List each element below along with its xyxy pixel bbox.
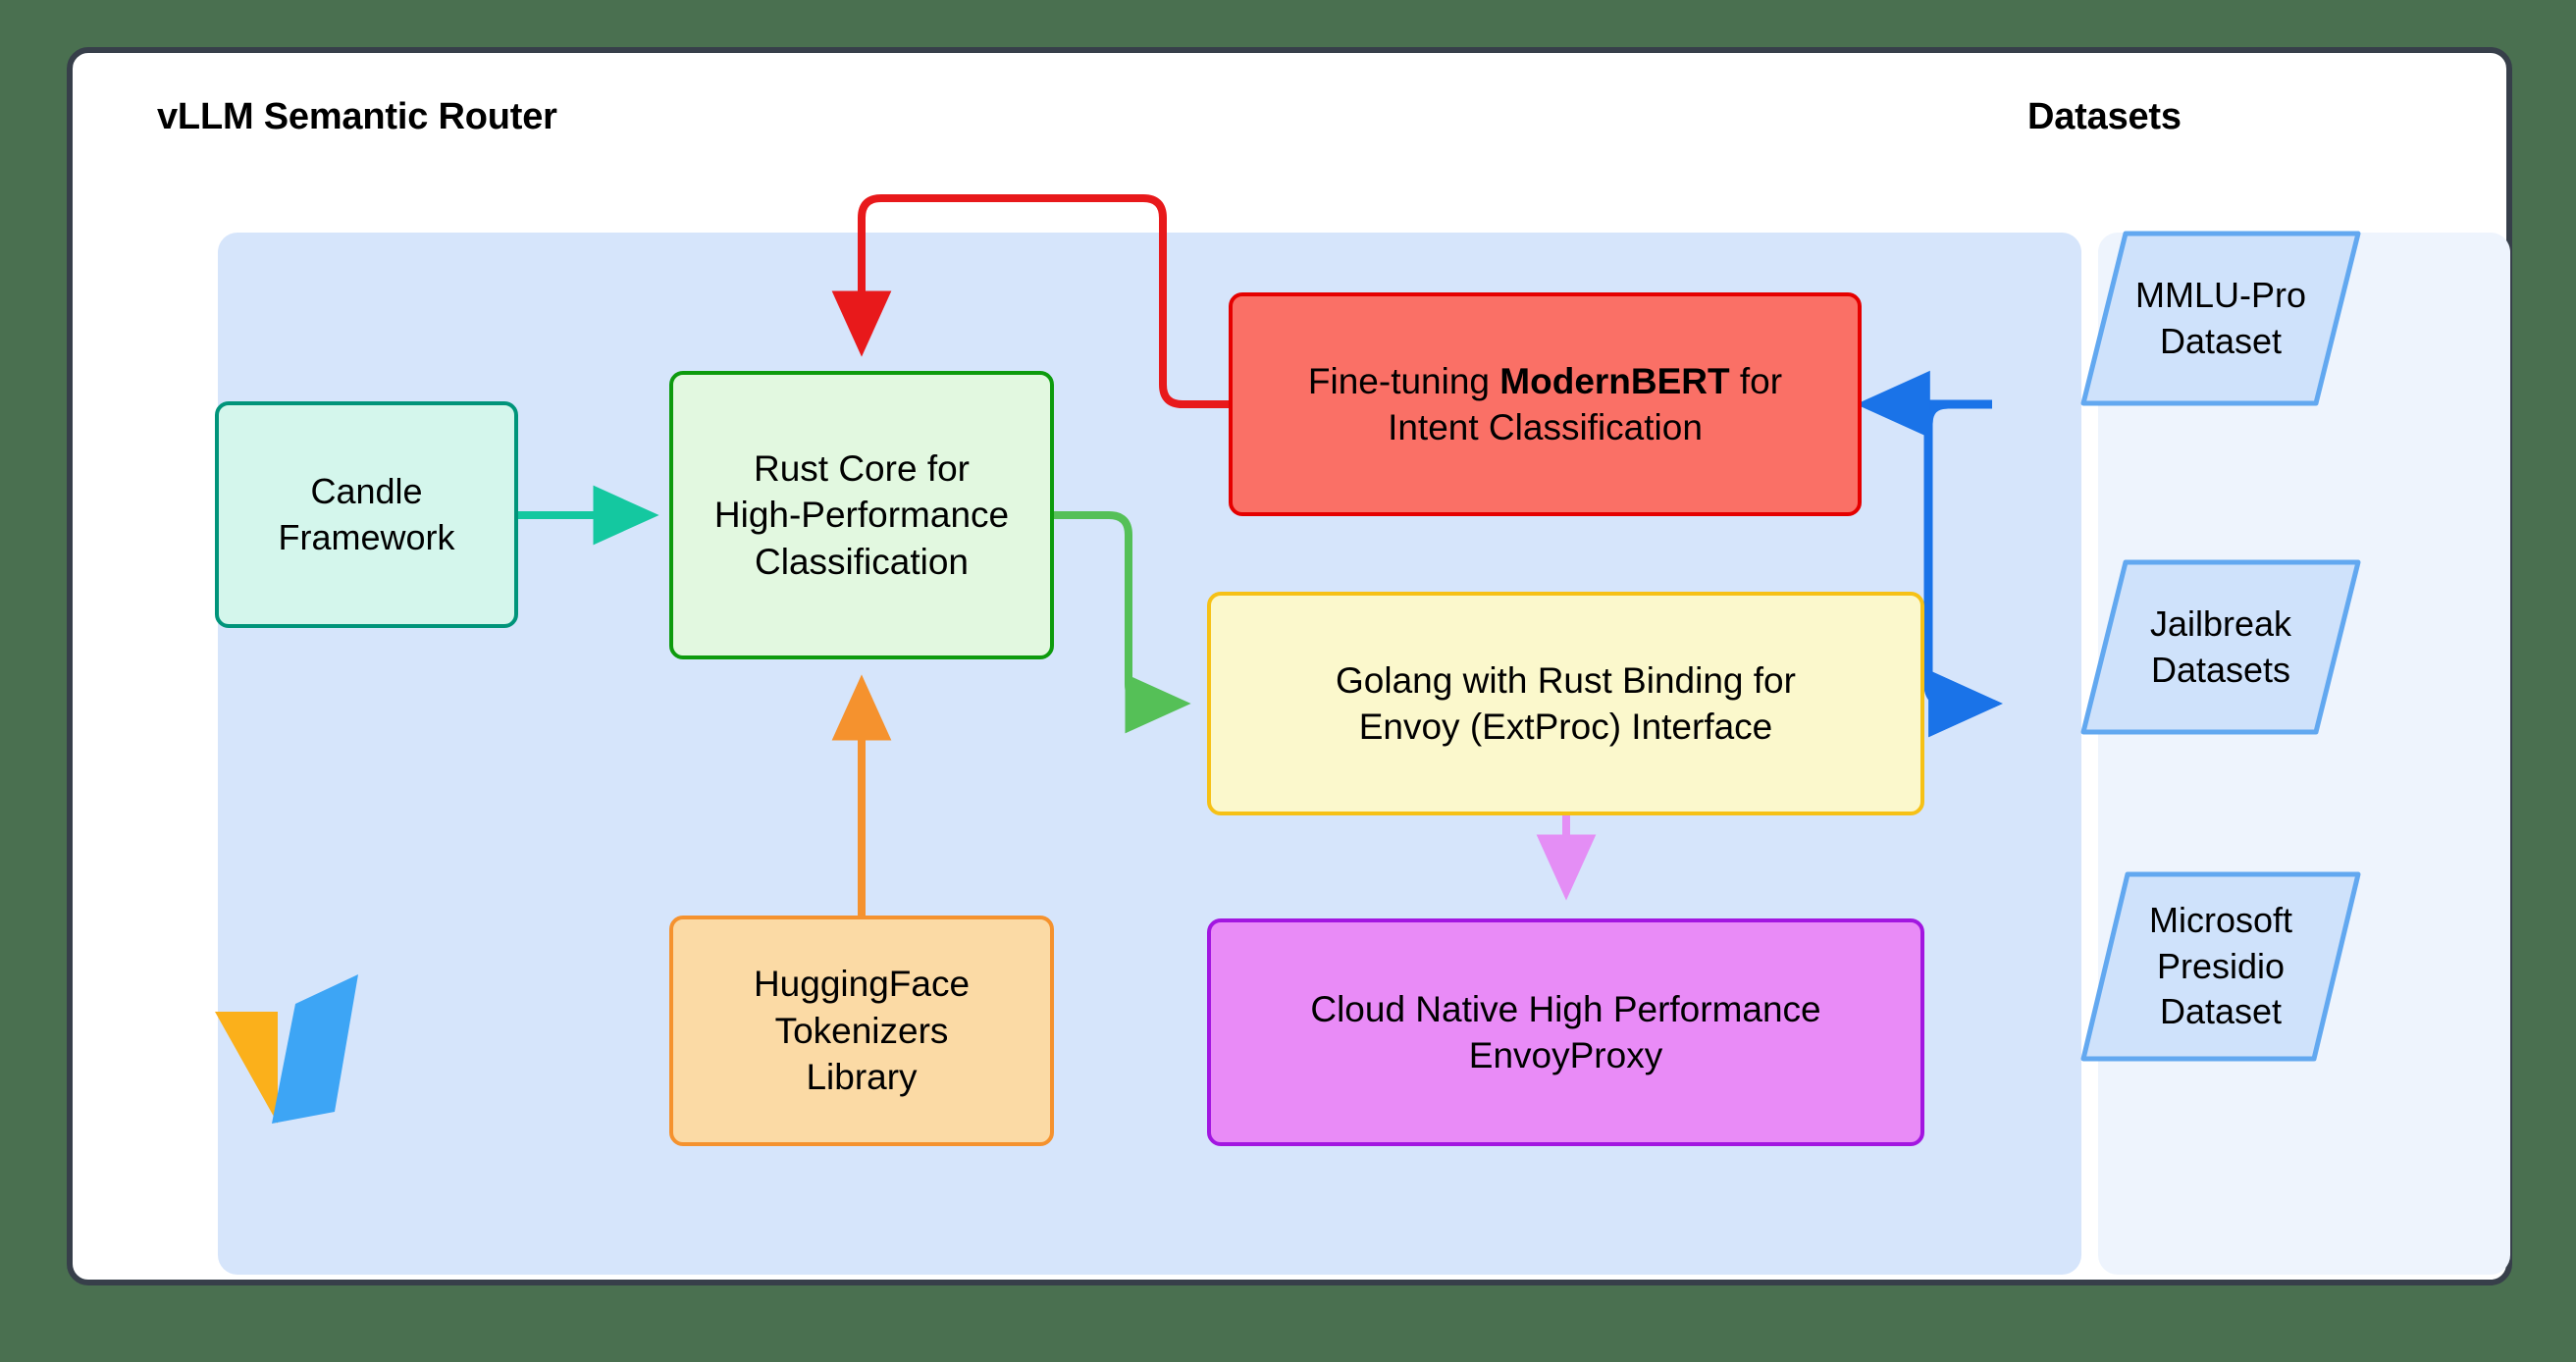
dataset-mmlu-pro-label: MMLU-Pro Dataset [2134, 274, 2306, 361]
vllm-logo-blue-shape [272, 974, 358, 1124]
cluster-datasets [2098, 233, 2510, 1275]
dataset-mmlu-pro[interactable]: MMLU-Pro Dataset [2078, 228, 2363, 409]
parallelogram-shape [2080, 871, 2361, 1062]
vllm-logo-amber-triangle [215, 1012, 278, 1124]
dataset-jailbreak-label: Jailbreak Datasets [2149, 602, 2292, 690]
dataset-microsoft-presidio-label: Microsoft Presidio Dataset [2148, 899, 2293, 1032]
cluster-title-datasets: Datasets [2027, 96, 2182, 137]
dataset-microsoft-presidio[interactable]: Microsoft Presidio Dataset [2078, 868, 2363, 1065]
dataset-jailbreak[interactable]: Jailbreak Datasets [2078, 556, 2363, 738]
parallelogram-shape [2080, 559, 2361, 735]
parallelogram-shape [2080, 231, 2361, 406]
cluster-title-router: vLLM Semantic Router [157, 96, 557, 137]
vllm-logo-icon [215, 974, 358, 1124]
